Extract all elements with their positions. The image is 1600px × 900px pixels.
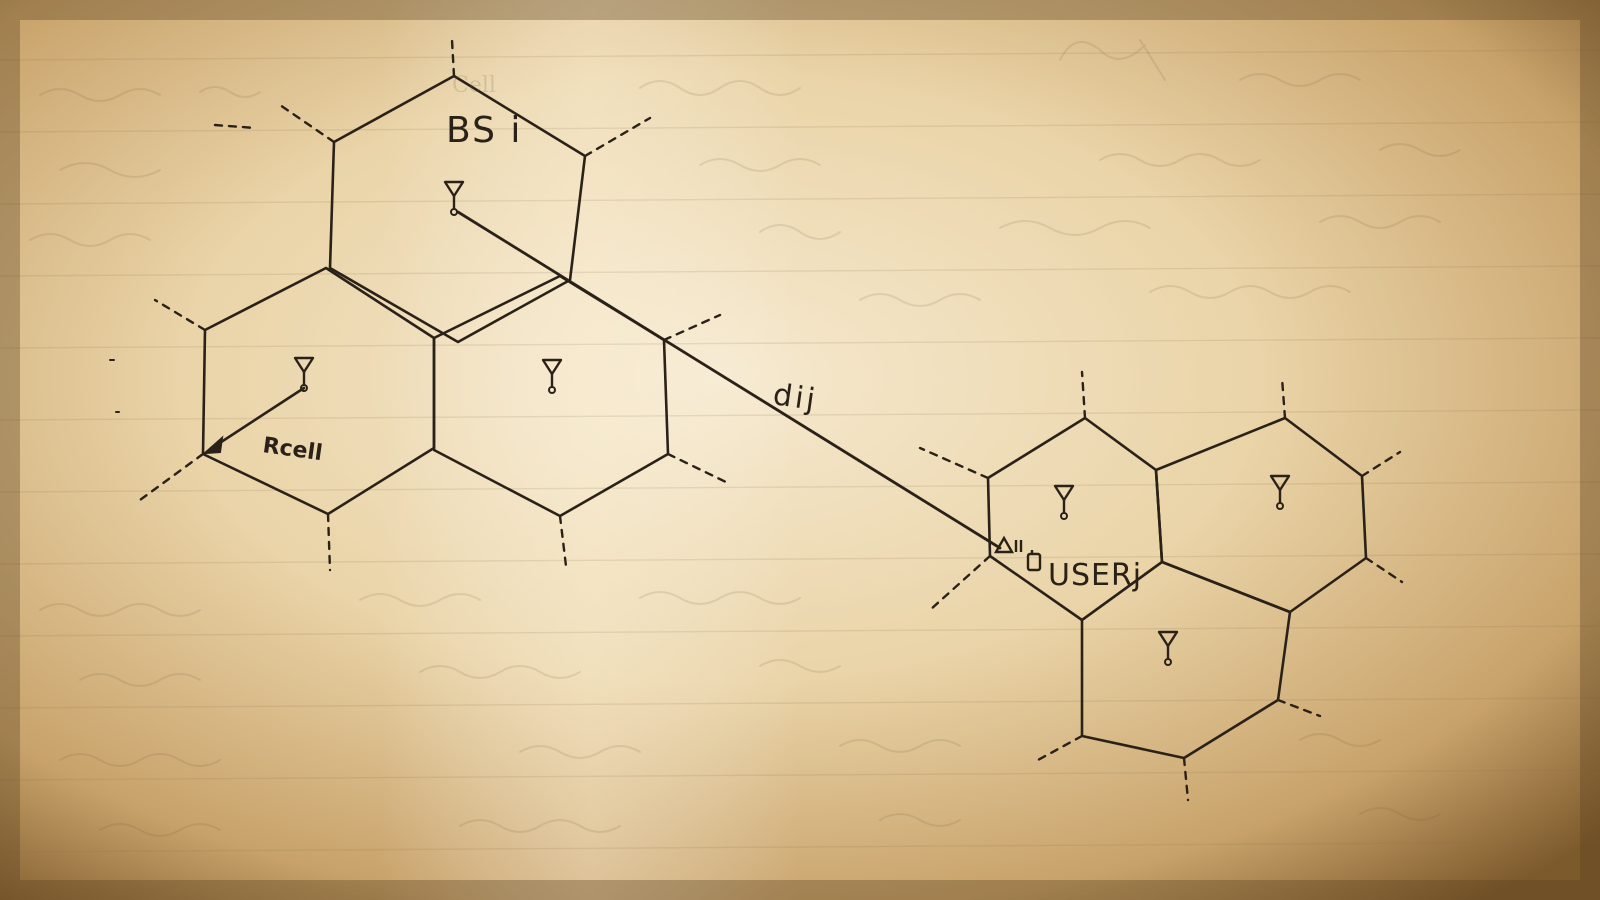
dash-stub (928, 554, 992, 612)
dash-stub (1182, 756, 1190, 802)
pencil-tick (109, 359, 120, 413)
dash-stub (558, 514, 568, 568)
distance-label: dij (771, 377, 820, 418)
light-glare (380, 0, 800, 900)
notebook-ruled-lines (0, 49, 1600, 853)
dash-stub (138, 452, 205, 502)
rcell-radius-arrow (210, 386, 306, 450)
user-j-device-icon (993, 535, 1042, 572)
dash-stub (153, 298, 207, 332)
partial-label-top: Cell (452, 73, 496, 98)
dash-stub (662, 313, 722, 342)
dash-stub (1276, 698, 1322, 718)
dash-stub (450, 38, 456, 78)
distance-line-dij (456, 210, 1002, 550)
bs-i-label: BS i (446, 110, 522, 151)
dash-stub (326, 512, 332, 572)
bleed-through-scribbles (29, 39, 1461, 837)
dash-stub (1364, 556, 1404, 584)
user-j-label: USERj (1048, 558, 1142, 593)
arrowhead-icon (202, 435, 224, 455)
dash-stub (1080, 370, 1087, 420)
dash-stub (666, 452, 732, 486)
dash-stub (1036, 734, 1084, 762)
dash-stub (1280, 376, 1287, 420)
dash-stub (583, 116, 652, 158)
dash-stub (278, 103, 336, 144)
dash-stub (918, 446, 990, 480)
dash-stub (1360, 450, 1402, 478)
right-hex-cluster (918, 370, 1404, 802)
dash-stub (213, 123, 257, 130)
